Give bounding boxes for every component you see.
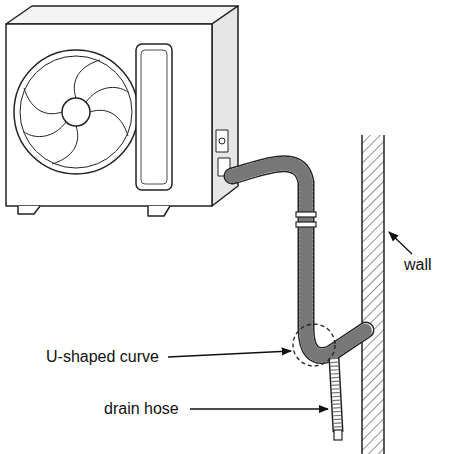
leader-arrow [389,232,412,254]
outdoor-unit [6,6,238,216]
part-label: drain hose [104,400,179,418]
wall-section [362,135,384,454]
leader-arrow [168,351,291,357]
drain-hose [334,358,342,440]
highlight-circle [293,324,335,366]
part-label: wall [404,256,432,274]
leader-arrow [190,408,328,409]
pipe-bundle [232,164,366,356]
part-label: U-shaped curve [46,348,159,366]
